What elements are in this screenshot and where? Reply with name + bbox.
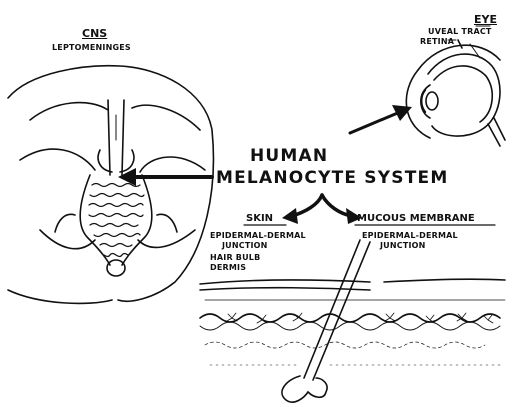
arrow-to-skin-and-mucosa <box>282 195 362 224</box>
title-line-1: HUMAN <box>250 148 328 165</box>
title-line-2: MELANOCYTE SYSTEM <box>216 170 448 187</box>
skin-item-2: JUNCTION <box>222 242 268 250</box>
skin-item-1: EPIDERMAL-DERMAL <box>210 232 306 240</box>
skin-title: SKIN <box>246 214 273 224</box>
eye-retina-label: RETINA <box>420 38 454 46</box>
cns-title: CNS <box>82 28 107 39</box>
mucous-title: MUCOUS MEMBRANE <box>357 214 475 224</box>
eye-uveal-tract-label: UVEAL TRACT <box>428 28 492 36</box>
mucous-item-1: EPIDERMAL-DERMAL <box>362 232 458 240</box>
brain-illustration <box>8 66 213 304</box>
eye-illustration <box>406 40 505 146</box>
arrow-to-eye <box>350 105 412 133</box>
skin-item-3: HAIR BULB <box>210 254 260 262</box>
cns-subtitle: LEPTOMENINGES <box>52 44 131 52</box>
eye-title: EYE <box>474 14 497 25</box>
arrow-to-cns <box>118 168 212 186</box>
mucous-item-2: JUNCTION <box>380 242 426 250</box>
skin-item-4: DERMIS <box>210 264 246 272</box>
